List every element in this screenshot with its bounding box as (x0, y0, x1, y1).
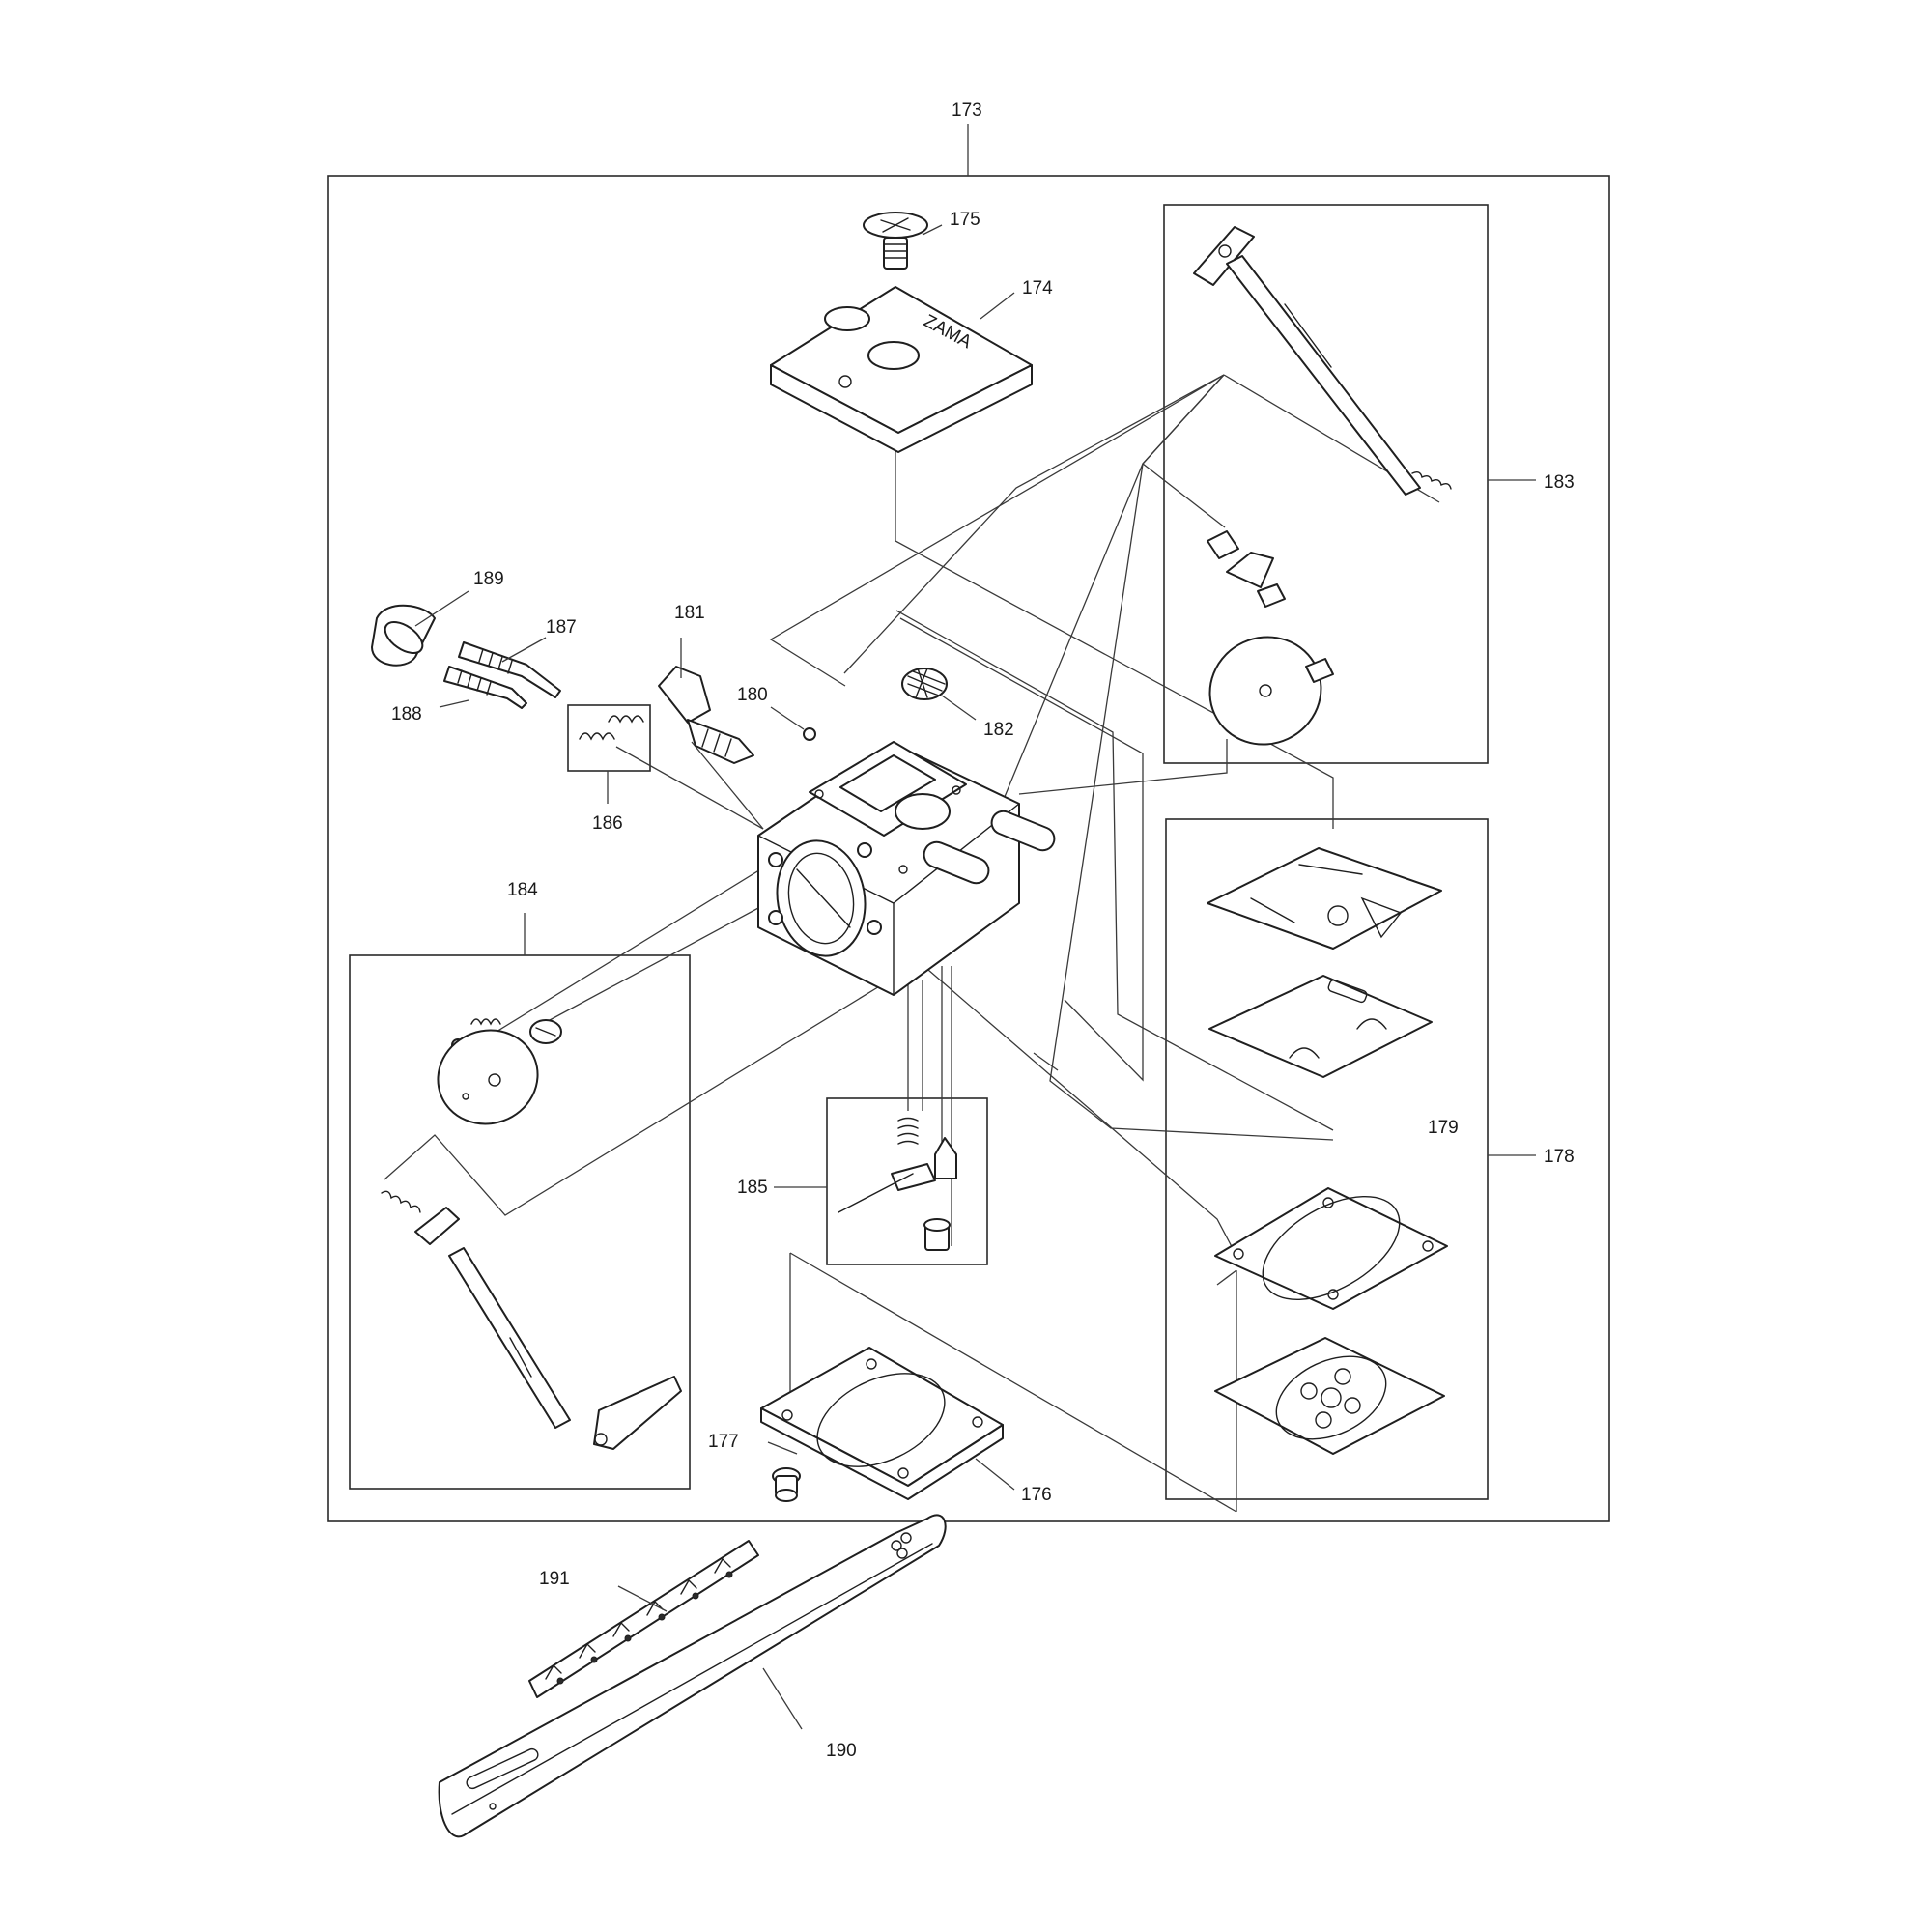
choke-shaft-184 (381, 1190, 682, 1450)
callout-173: 173 (952, 100, 982, 121)
callout-178: 178 (1544, 1147, 1575, 1167)
callout-179: 179 (1428, 1118, 1459, 1138)
callout-191: 191 (539, 1569, 570, 1589)
callout-180: 180 (737, 685, 768, 705)
callout-187: 187 (546, 617, 577, 638)
throttle-plate-183 (1208, 636, 1334, 746)
metering-diaphragm-179 (1208, 975, 1433, 1078)
pump-diaphragm-178 (1214, 1337, 1445, 1455)
screw-175 (863, 212, 928, 270)
kit-frame-183 (1163, 204, 1489, 764)
guide-bar-190 (438, 1514, 947, 1838)
saw-chain-191 (528, 1540, 759, 1698)
inlet-fitting-181 (658, 666, 754, 764)
callout-189: 189 (473, 569, 504, 589)
check-ball-180 (803, 727, 816, 741)
cover-174: ZAMA (770, 286, 1033, 453)
gasket-178-top (1207, 847, 1442, 950)
springs-186 (579, 715, 644, 741)
callout-177: 177 (708, 1432, 739, 1452)
callout-175: 175 (950, 210, 980, 230)
pump-cover-176 (760, 1347, 1004, 1500)
choke-screw-184 (529, 1019, 562, 1044)
callout-176: 176 (1021, 1485, 1052, 1505)
kit-frame-185 (826, 1097, 988, 1265)
assembly-frame-173 (327, 175, 1610, 1522)
screen-182 (901, 668, 948, 700)
kit-frame-178 (1165, 818, 1489, 1500)
callout-185: 185 (737, 1178, 768, 1198)
screw-177 (772, 1467, 801, 1502)
choke-plate-184 (437, 1029, 539, 1125)
label-leaders (414, 224, 1059, 1730)
limiter-cap-189 (371, 604, 436, 667)
callout-188: 188 (391, 704, 422, 724)
low-speed-needle-188 (443, 666, 527, 709)
exploded-view-guide-lines (384, 374, 1440, 1513)
kit-frame-186 (567, 704, 651, 772)
callout-182: 182 (983, 720, 1014, 740)
callout-181: 181 (674, 603, 705, 623)
kit-frame-184 (349, 954, 691, 1490)
callout-183: 183 (1544, 472, 1575, 493)
inlet-needle-kit-185 (838, 1117, 957, 1251)
gasket-178-middle (1214, 1187, 1448, 1310)
throttle-shaft-183 (1193, 226, 1452, 496)
carburetor-body (757, 741, 1056, 996)
callout-184: 184 (507, 880, 538, 900)
high-speed-needle-187 (458, 641, 561, 698)
callout-174: 174 (1022, 278, 1053, 298)
throttle-bushing-183 (1207, 530, 1286, 608)
callout-190: 190 (826, 1741, 857, 1761)
callout-186: 186 (592, 813, 623, 834)
